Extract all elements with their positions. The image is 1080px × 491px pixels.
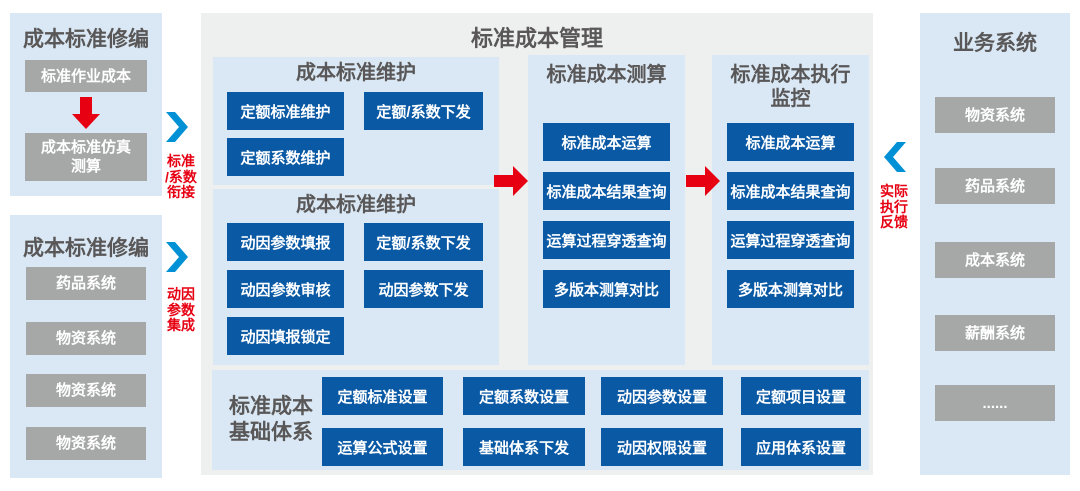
label-line: /系数 <box>165 168 197 185</box>
label-line: 集成 <box>167 317 195 333</box>
standard-cost-execution-monitoring-group: 标准成本执行 监控 标准成本运算 标准成本结果查询 运算过程穿透查询 多版本测算… <box>712 55 869 365</box>
module-button: 运算公式设置 <box>322 428 443 466</box>
box-text-line: 测算 <box>70 158 101 175</box>
actual-execution-feedback-label: 实际 执行 反馈 <box>868 183 920 231</box>
module-button: 标准成本结果查询 <box>543 172 670 210</box>
module-button: 动因权限设置 <box>601 428 723 466</box>
red-right-arrow-icon <box>494 166 528 196</box>
chevron-right-icon <box>166 112 188 142</box>
module-button: 定额标准设置 <box>322 377 443 415</box>
module-button: 定额项目设置 <box>741 377 861 415</box>
module-button: 多版本测算对比 <box>727 270 854 308</box>
module-button: 标准成本结果查询 <box>727 172 854 210</box>
system-box: 物资系统 <box>935 97 1055 133</box>
standard-cost-foundation-group: 标准成本 基础体系 定额标准设置 定额系数设置 动因参数设置 定额项目设置 运算… <box>212 370 869 470</box>
cost-standard-revision-bottom-panel: 成本标准修编 药品系统 物资系统 物资系统 物资系统 <box>10 215 162 478</box>
standard-cost-management-panel: 标准成本管理 成本标准维护 定额标准维护 定额/系数下发 定额系数维护 成本标准… <box>201 13 873 475</box>
std-coeff-link-label: 标准 /系数 衔接 <box>156 153 206 201</box>
panel-title: 业务系统 <box>953 32 1037 55</box>
system-box: 物资系统 <box>26 374 146 407</box>
system-box: 药品系统 <box>935 168 1055 204</box>
label-line: 反馈 <box>880 214 908 230</box>
module-button: 定额系数设置 <box>463 377 585 415</box>
chevron-left-icon <box>884 142 906 172</box>
group-title: 成本标准维护 <box>296 194 416 216</box>
system-box-ellipsis: ...... <box>935 385 1055 421</box>
label-line: 参数 <box>167 301 195 318</box>
red-down-arrow-icon <box>72 97 100 129</box>
system-box: 药品系统 <box>26 267 146 300</box>
cost-standard-simulation-box: 成本标准仿真 测算 <box>25 133 147 181</box>
system-box: 成本系统 <box>935 242 1055 278</box>
cost-standard-maintenance-group-2: 成本标准维护 动因参数填报 定额/系数下发 动因参数审核 动因参数下发 动因填报… <box>213 189 499 365</box>
red-right-arrow-icon <box>686 166 720 196</box>
label-line: 动因 <box>167 286 195 302</box>
module-button: 运算过程穿透查询 <box>727 221 854 259</box>
module-button: 动因参数填报 <box>227 223 344 261</box>
module-button: 动因参数审核 <box>227 270 344 308</box>
cost-standard-maintenance-group-1: 成本标准维护 定额标准维护 定额/系数下发 定额系数维护 <box>213 57 499 185</box>
cost-standard-revision-top-panel: 成本标准修编 标准作业成本 成本标准仿真 测算 <box>10 13 162 196</box>
standard-activity-cost-box: 标准作业成本 <box>25 60 147 92</box>
module-button: 标准成本运算 <box>543 123 670 161</box>
driver-param-integration-label: 动因 参数 集成 <box>156 286 206 334</box>
panel-title: 成本标准修编 <box>23 237 149 260</box>
module-button: 定额系数维护 <box>227 138 344 176</box>
main-title: 标准成本管理 <box>470 26 603 51</box>
box-text-line: 成本标准仿真 <box>40 139 131 156</box>
module-button: 多版本测算对比 <box>543 270 670 308</box>
module-button: 定额/系数下发 <box>364 92 483 130</box>
label-line: 实际 <box>880 183 908 199</box>
group-title-line: 标准成本执行 <box>730 64 851 86</box>
group-title-line: 基础体系 <box>229 421 313 444</box>
label-line: 衔接 <box>167 184 195 200</box>
system-box: 薪酬系统 <box>935 315 1055 351</box>
standard-cost-calculation-group: 标准成本测算 标准成本运算 标准成本结果查询 运算过程穿透查询 多版本测算对比 <box>528 55 685 365</box>
group-title: 标准成本测算 <box>546 64 667 86</box>
module-button: 动因参数下发 <box>364 270 483 308</box>
module-button: 动因参数设置 <box>601 377 723 415</box>
system-box: 物资系统 <box>26 427 146 460</box>
panel-title: 成本标准修编 <box>23 28 149 51</box>
module-button: 应用体系设置 <box>741 428 861 466</box>
group-title-line: 监控 <box>770 88 811 110</box>
system-box: 物资系统 <box>26 322 146 355</box>
label-line: 执行 <box>880 198 908 215</box>
module-button: 基础体系下发 <box>463 428 585 466</box>
module-button: 标准成本运算 <box>727 123 854 161</box>
group-title: 成本标准维护 <box>296 62 416 84</box>
module-button: 定额标准维护 <box>227 92 344 130</box>
label-line: 标准 <box>167 153 195 169</box>
chevron-right-icon <box>166 242 188 272</box>
module-button: 运算过程穿透查询 <box>543 221 670 259</box>
module-button: 定额/系数下发 <box>364 223 483 261</box>
group-title: 标准成本执行 监控 <box>712 63 869 111</box>
group-title: 标准成本 基础体系 <box>220 394 322 446</box>
business-systems-panel: 业务系统 物资系统 药品系统 成本系统 薪酬系统 ...... <box>920 13 1070 475</box>
module-button: 动因填报锁定 <box>227 317 344 355</box>
group-title-line: 标准成本 <box>229 395 313 418</box>
